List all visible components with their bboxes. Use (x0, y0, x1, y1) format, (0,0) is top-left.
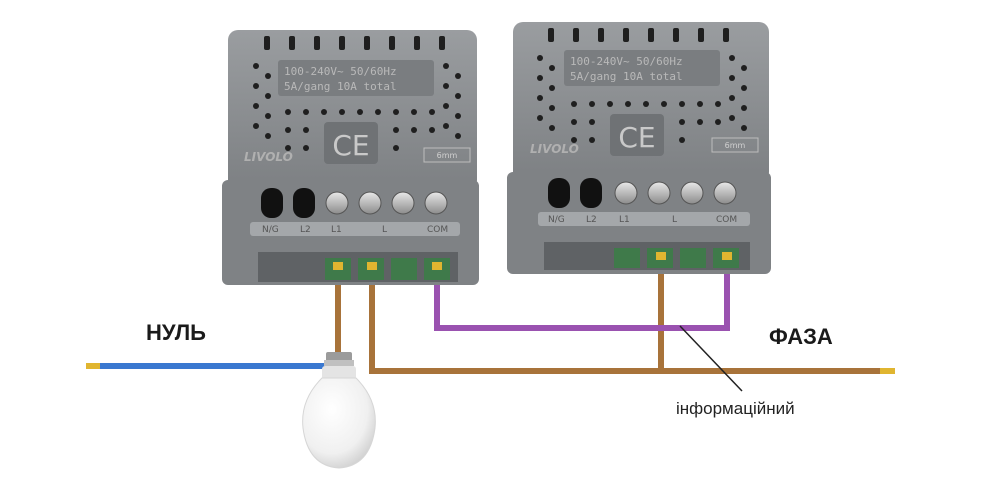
terminal-label-l: L (382, 225, 387, 235)
spec-line-2: 5A/gang 10A total (570, 70, 683, 83)
svg-text:6mm: 6mm (725, 141, 746, 150)
switch-module-2: 100-240V~ 50/60Hz 5A/gang 10A total CE L… (507, 22, 771, 274)
ce-mark-icon: CE (332, 129, 369, 162)
neutral-label: НУЛЬ (146, 320, 206, 345)
info-wire-label: інформаційний (676, 399, 795, 418)
terminal-label-l1: L1 (619, 215, 630, 225)
spec-plate (278, 60, 434, 96)
info-pointer-line (679, 325, 743, 392)
terminal-label-l2: L2 (586, 215, 597, 225)
spec-line-2: 5A/gang 10A total (284, 80, 397, 93)
module-body-top (513, 22, 769, 182)
terminal-label-l: L (672, 215, 677, 225)
phase-label: ФАЗА (769, 324, 833, 349)
phase-wire (369, 270, 882, 374)
terminal-label-l1: L1 (331, 225, 342, 235)
spec-plate (564, 50, 720, 86)
info-wire (434, 262, 730, 331)
switch-module-1: 100-240V~ 50/60Hz 5A/gang 10A total CE L… (222, 30, 479, 285)
terminal-label-com: COM (716, 215, 737, 225)
terminal-label-com: COM (427, 225, 448, 235)
module-body-top (228, 30, 477, 190)
svg-text:6mm: 6mm (437, 151, 458, 160)
terminal-label-l2: L2 (300, 225, 311, 235)
brand-logo: LIVOLO (244, 150, 293, 164)
lightbulb-icon (302, 352, 376, 469)
terminal-label-ng: N/G (262, 225, 279, 235)
spec-line-1: 100-240V~ 50/60Hz (570, 55, 683, 68)
terminal-label-ng: N/G (548, 215, 565, 225)
brand-logo: LIVOLO (530, 142, 579, 156)
ce-mark-icon: CE (618, 121, 655, 154)
spec-line-1: 100-240V~ 50/60Hz (284, 65, 397, 78)
ce-plate (610, 114, 664, 156)
strip-gauge-icon: 6mm (711, 137, 759, 153)
strip-gauge-icon: 6mm (423, 147, 471, 163)
ce-plate (324, 122, 378, 164)
